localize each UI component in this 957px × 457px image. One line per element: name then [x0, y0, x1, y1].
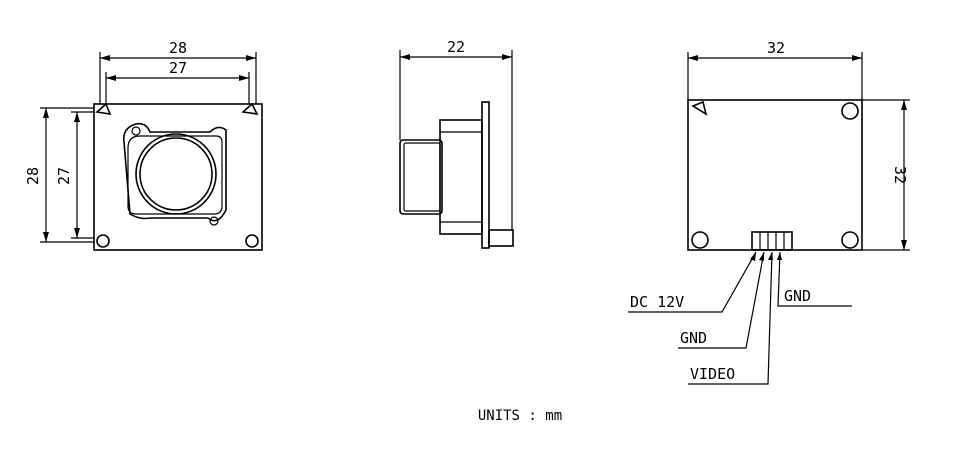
side-connector: [488, 229, 514, 247]
leader-line-video: [688, 251, 773, 385]
leader-line-gnd-left: [678, 251, 765, 349]
mount-hole: [245, 234, 259, 248]
front-board-outline: [93, 103, 263, 251]
units-note: UNITS : mm: [478, 408, 562, 424]
lens-outer-ring: [135, 133, 217, 215]
dim-label-front-inner-height: 27: [55, 167, 73, 185]
arrowhead: [43, 108, 49, 118]
arrowhead: [688, 55, 698, 61]
rear-pin-connector: [751, 231, 793, 251]
arrowhead: [43, 232, 49, 242]
dim-label-rear-height: 32: [891, 166, 909, 184]
lens-flange-inner: [127, 135, 223, 215]
pin-label-video: VIDEO: [690, 365, 735, 383]
arrowhead: [74, 228, 80, 238]
arrowhead: [759, 252, 764, 261]
arrowhead: [400, 54, 410, 60]
side-lens-barrel: [399, 139, 443, 215]
arrowhead: [246, 55, 256, 61]
flange-screw: [209, 216, 219, 226]
dim-label-side-depth: 22: [447, 38, 465, 56]
leader-line-gnd-right: [777, 251, 852, 307]
mount-hole: [96, 234, 110, 248]
front-view: 28 27 28 27: [24, 39, 263, 251]
arrowhead: [74, 112, 80, 122]
arrowhead: [852, 55, 862, 61]
arrowhead: [901, 240, 907, 250]
pin-label-dc: DC 12V: [630, 293, 684, 311]
arrowhead: [777, 252, 782, 260]
arrowhead: [768, 252, 773, 260]
dim-label-rear-width: 32: [767, 39, 785, 57]
flange-screw: [131, 126, 141, 136]
arrowhead: [106, 75, 116, 81]
mount-hole: [95, 102, 112, 116]
arrowhead: [901, 100, 907, 110]
arrowhead: [100, 55, 110, 61]
arrowhead: [502, 54, 512, 60]
mount-hole: [691, 231, 709, 249]
mount-hole: [841, 231, 859, 249]
arrowhead: [239, 75, 249, 81]
dim-label-front-outer-width: 28: [169, 39, 187, 57]
leader-line-dc: [628, 251, 757, 313]
mount-hole: [241, 102, 259, 116]
dim-label-front-inner-width: 27: [169, 59, 187, 77]
side-view: 22: [399, 38, 514, 249]
mount-hole: [691, 100, 708, 116]
pin-label-gnd-left: GND: [680, 329, 707, 347]
dim-label-front-outer-height: 28: [24, 167, 42, 185]
rear-view: 32 32 DC 12V GND VIDEO: [628, 39, 910, 385]
pin-label-gnd-right: GND: [784, 287, 811, 305]
side-pcb-board: [481, 101, 490, 249]
side-lens-holder: [439, 119, 483, 235]
mount-hole: [841, 102, 859, 120]
arrowhead: [750, 252, 756, 261]
lens-inner-ring: [139, 137, 213, 211]
side-lens-barrel-inner: [403, 142, 441, 212]
rear-board-outline: [687, 99, 863, 251]
